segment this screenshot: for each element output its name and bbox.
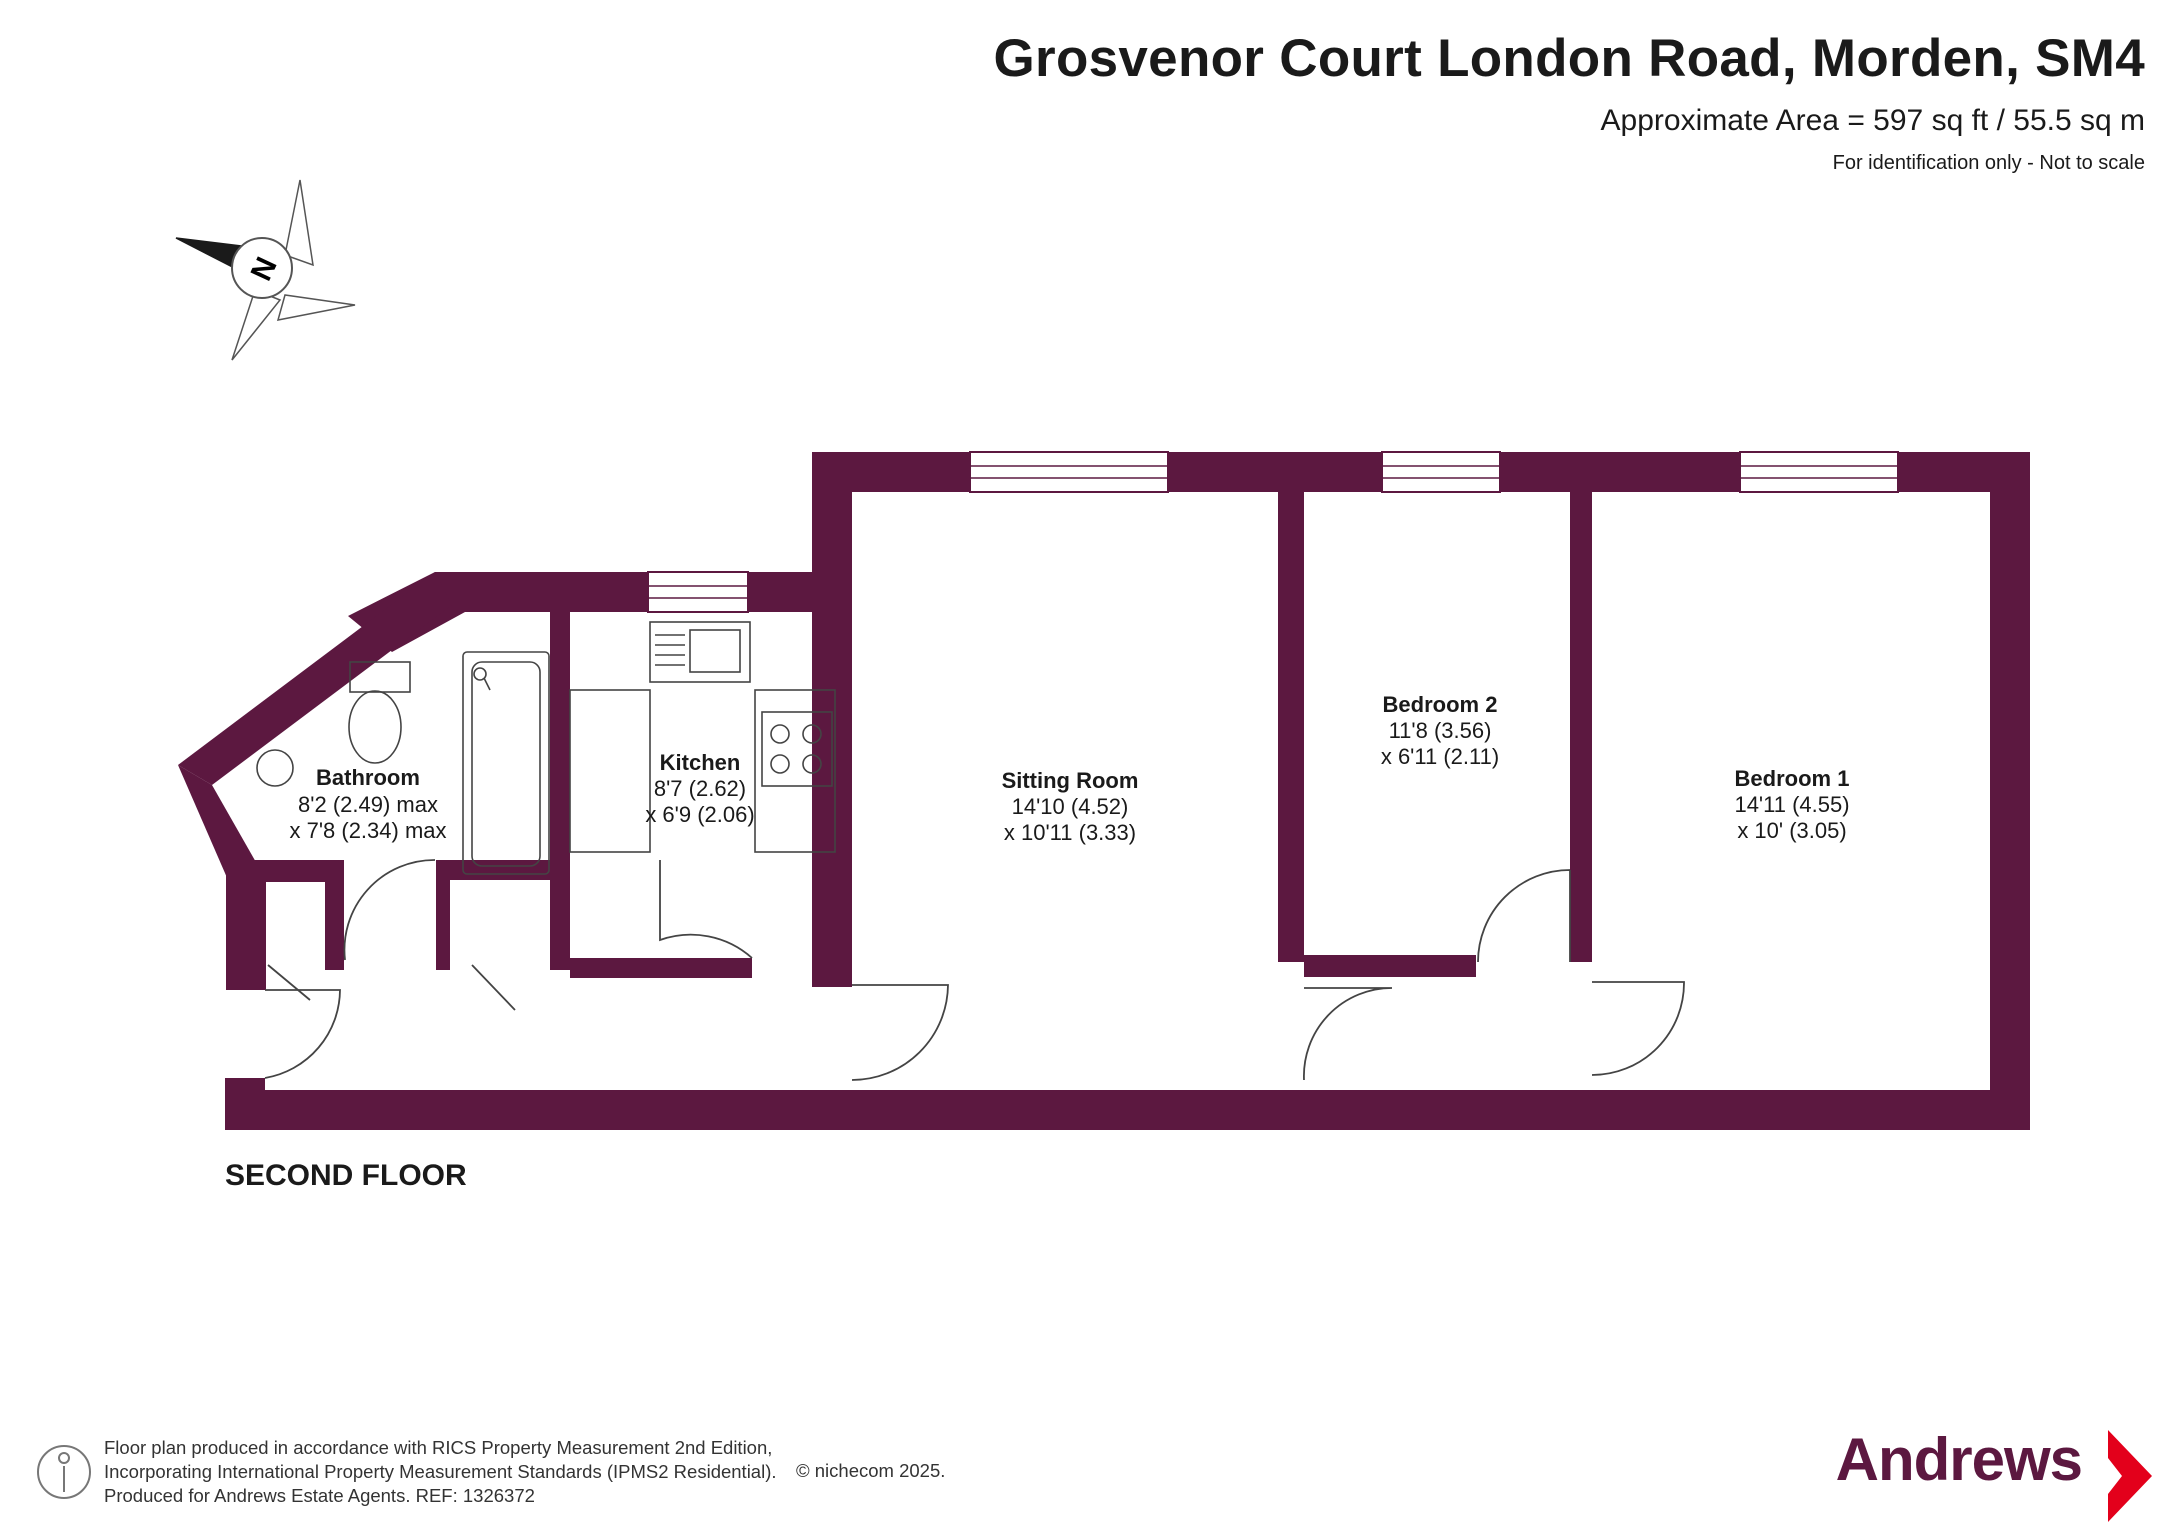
bathroom-dim2: x 7'8 (2.34) max [289,818,446,843]
bedroom-2-name: Bedroom 2 [1383,692,1498,717]
footer-line-3: Produced for Andrews Estate Agents. REF:… [104,1485,535,1506]
footer-line-1: Floor plan produced in accordance with R… [104,1437,773,1458]
doors [264,859,1685,1081]
kitchen-dim2: x 6'9 (2.06) [645,802,754,827]
bathroom-name: Bathroom [316,765,420,790]
bedroom-2-dim1: 11'8 (3.56) [1389,718,1492,743]
sink-icon [649,621,751,683]
bath-icon [462,651,550,875]
property-address-title: Grosvenor Court London Road, Morden, SM4 [993,29,2145,88]
footer-line-2: Incorporating International Property Mea… [104,1461,777,1482]
hob-icon [761,711,833,787]
bedroom-1-dim1: 14'11 (4.55) [1734,792,1849,817]
floor-label: SECOND FLOOR [225,1159,467,1192]
bathroom-dim1: 8'2 (2.49) max [298,792,438,817]
kitchen-name: Kitchen [660,750,741,775]
sitting-room-dim2: x 10'11 (3.33) [1004,820,1136,845]
compass-icon: N [175,179,356,361]
basin-icon [256,749,294,787]
copyright-notice: © nichecom 2025. [796,1460,946,1481]
footer-notes: Floor plan produced in accordance with R… [104,1436,777,1508]
andrews-chevron-icon [2108,1430,2152,1522]
toilet-icon [348,690,402,764]
sitting-room-name: Sitting Room [1002,768,1139,793]
bedroom-2-dim2: x 6'11 (2.11) [1381,744,1499,769]
identification-note: For identification only - Not to scale [1832,152,2145,174]
kitchen-fixtures [569,621,836,853]
bedroom-1-dim2: x 10' (3.05) [1737,818,1846,843]
person-icon [37,1445,91,1499]
approximate-area: Approximate Area = 597 sq ft / 55.5 sq m [1600,104,2145,137]
brand-name: Andrews [1835,1426,2083,1493]
bedroom-1-name: Bedroom 1 [1735,766,1850,791]
kitchen-dim1: 8'7 (2.62) [654,776,746,801]
windows [647,451,1899,613]
andrews-logo: Andrews [1835,1425,2083,1494]
sitting-room-dim1: 14'10 (4.52) [1012,794,1129,819]
bathroom-fixtures [256,651,550,875]
